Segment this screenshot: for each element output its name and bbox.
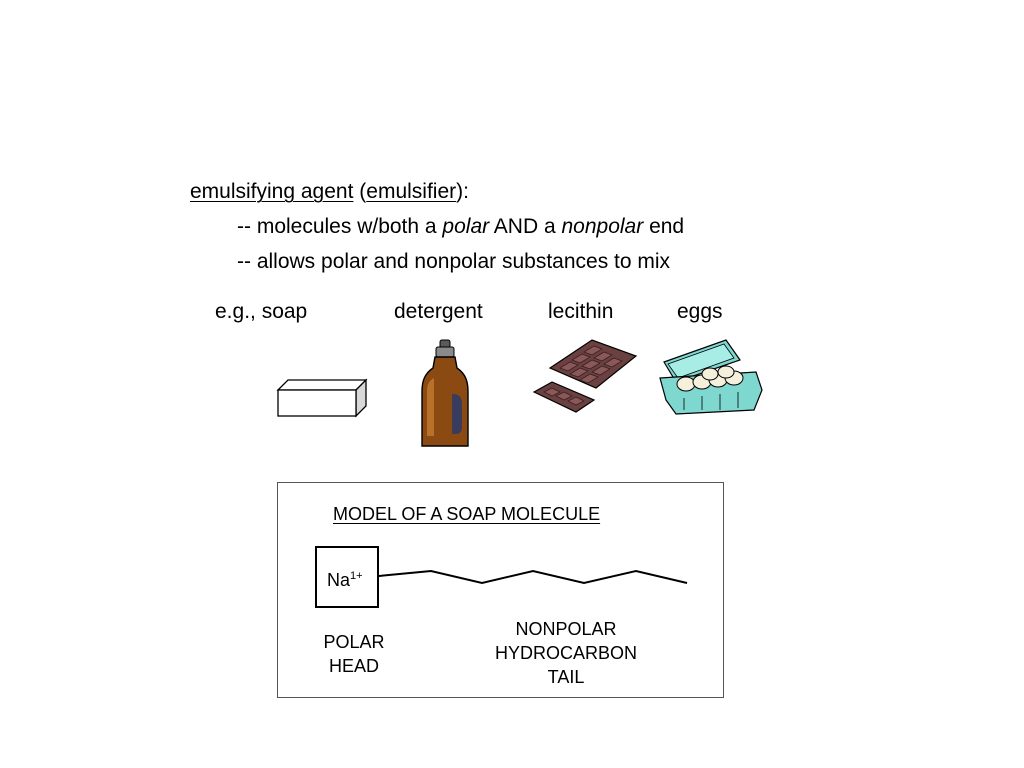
open-paren: ( [359,180,367,203]
polar-head-label: POLAR HEAD [296,630,412,678]
nonpolar-tail-line2: HYDROCARBON [494,643,637,663]
model-title: MODEL OF A SOAP MOLECULE [333,502,600,526]
term-emulsifier: emulsifier [366,180,457,203]
close-paren: ): [456,180,469,203]
example-detergent-label: detergent [394,300,483,323]
point1-end: end [643,215,685,238]
example-eggs-label: eggs [677,300,723,323]
term-emulsifying-agent: emulsifying agent [190,180,354,203]
hydrocarbon-tail-chain [378,569,688,585]
nonpolar-tail-label: NONPOLAR HYDROCARBON TAIL [456,617,676,689]
chocolate-bar-icon [532,339,638,413]
nonpolar-tail-line1: NONPOLAR [515,619,617,639]
polar-head-box [315,546,379,608]
definition-point-2: -- allows polar and nonpolar substances … [237,250,671,273]
example-soap-label: e.g., soap [215,300,308,323]
point1-pre: -- molecules w/both a [237,215,443,238]
soap-molecule-model-box [277,482,724,698]
sodium-ion-label: Na1+ [327,565,363,591]
polar-head-line2: HEAD [328,656,379,676]
word-nonpolar: nonpolar [561,215,644,238]
na-symbol: Na [327,570,351,590]
na-charge: 1+ [350,570,363,582]
definition-heading: emulsifying agent (emulsifier): [190,179,469,205]
egg-carton-icon [659,339,763,415]
soap-bar-icon [276,378,368,418]
detergent-bottle-icon [421,339,469,447]
point1-mid: AND a [489,215,562,238]
word-polar: polar [442,215,490,238]
example-lecithin-label: lecithin [548,300,614,323]
model-title-text: MODEL OF A SOAP MOLECULE [333,504,601,524]
polar-head-line1: POLAR [323,632,385,652]
definition-point-1: -- molecules w/both a polar AND a nonpol… [237,214,684,240]
nonpolar-tail-line3: TAIL [547,667,585,687]
